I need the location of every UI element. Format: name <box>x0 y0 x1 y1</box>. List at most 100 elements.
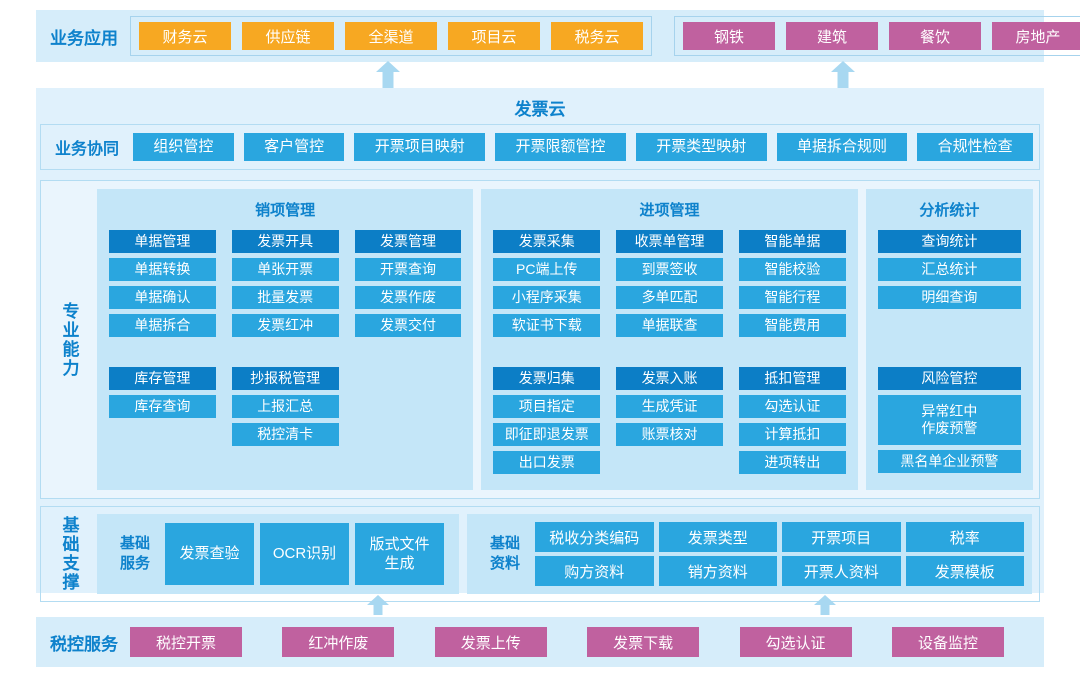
module-row: PC端上传到票签收智能校验 <box>493 258 846 281</box>
module-button[interactable]: 单张开票 <box>231 258 339 281</box>
cloud-product-button[interactable]: 供应链 <box>242 22 334 50</box>
module-button[interactable]: 税控清卡 <box>231 423 339 446</box>
module-button[interactable]: 单据管理 <box>109 230 216 253</box>
module-button[interactable]: 收票单管理 <box>616 230 723 253</box>
service-button[interactable]: OCR识别 <box>260 523 349 585</box>
collaboration-button[interactable]: 开票项目映射 <box>354 133 486 161</box>
module-button[interactable]: 库存管理 <box>109 367 216 390</box>
module-button[interactable]: 智能校验 <box>738 258 846 281</box>
module-button[interactable]: 多单匹配 <box>616 286 723 309</box>
module-button[interactable]: 智能行程 <box>738 286 846 309</box>
master-data-button[interactable]: 发票类型 <box>658 522 777 552</box>
master-data-button[interactable]: 销方资料 <box>658 556 777 586</box>
industry-button[interactable]: 建筑 <box>786 22 878 50</box>
module-button[interactable]: 批量发票 <box>231 286 339 309</box>
module-row: 项目指定生成凭证勾选认证 <box>493 395 846 418</box>
tax-service-button[interactable]: 红冲作废 <box>282 627 395 657</box>
master-data-button[interactable]: 税率 <box>905 522 1024 552</box>
module-row: 税控清卡 <box>109 423 461 446</box>
industry-button[interactable]: 餐饮 <box>889 22 981 50</box>
master-data-button[interactable]: 开票人资料 <box>782 556 901 586</box>
industry-button[interactable]: 钢铁 <box>683 22 775 50</box>
module-button[interactable]: 发票管理 <box>354 230 462 253</box>
module-button[interactable]: 账票核对 <box>616 423 723 446</box>
module-button[interactable]: 发票开具 <box>231 230 339 253</box>
module-button[interactable]: 抄报税管理 <box>231 367 339 390</box>
service-button[interactable]: 版式文件 生成 <box>355 523 444 585</box>
invoice-cloud-title: 发票云 <box>514 100 566 119</box>
module-button[interactable]: 软证书下载 <box>493 314 601 337</box>
module-button[interactable]: 库存查询 <box>109 395 216 418</box>
capability-label: 专业能力 <box>59 301 79 378</box>
module-button[interactable]: 勾选认证 <box>738 395 846 418</box>
collaboration-button[interactable]: 单据拆合规则 <box>776 133 908 161</box>
module-button[interactable]: 生成凭证 <box>616 395 723 418</box>
cloud-product-button[interactable]: 项目云 <box>448 22 540 50</box>
module-button[interactable]: 到票签收 <box>616 258 723 281</box>
module-button[interactable]: 上报汇总 <box>231 395 339 418</box>
module-button[interactable]: 项目指定 <box>493 395 601 418</box>
module-button[interactable]: 明细查询 <box>877 286 1021 309</box>
collaboration-button[interactable]: 组织管控 <box>133 133 234 161</box>
module-button[interactable]: 开票查询 <box>354 258 462 281</box>
module-button[interactable]: 黑名单企业预警 <box>877 450 1021 473</box>
tax-service-button[interactable]: 勾选认证 <box>739 627 852 657</box>
module-button[interactable]: 发票交付 <box>354 314 462 337</box>
industries-group: 钢铁建筑餐饮房地产 <box>674 16 1080 56</box>
column-title: 进项管理 <box>639 202 700 219</box>
master-data-button[interactable]: 发票模板 <box>905 556 1024 586</box>
module-button[interactable]: 出口发票 <box>493 451 601 474</box>
module-button[interactable]: 发票红冲 <box>231 314 339 337</box>
invoice-cloud-panel: 发票云 业务协同 组织管控客户管控开票项目映射开票限额管控开票类型映射单据拆合规… <box>36 88 1044 602</box>
module-row: 单据拆合发票红冲发票交付 <box>109 314 462 337</box>
module-button[interactable]: 汇总统计 <box>877 258 1021 281</box>
collaboration-button[interactable]: 合规性检查 <box>917 133 1034 161</box>
cloud-product-button[interactable]: 税务云 <box>551 22 643 50</box>
module-button[interactable]: 智能单据 <box>738 230 846 253</box>
master-data-panel: 基础 资料 税收分类编码发票类型开票项目税率购方资料销方资料开票人资料发票模板 <box>467 514 1032 594</box>
tax-service-button[interactable]: 税控开票 <box>130 627 242 657</box>
cloud-product-button[interactable]: 全渠道 <box>345 22 437 50</box>
module-button[interactable]: 发票归集 <box>493 367 601 390</box>
module-button[interactable]: 异常红中 作废预警 <box>877 395 1021 445</box>
module-button[interactable]: 计算抵扣 <box>738 423 846 446</box>
cloud-product-button[interactable]: 财务云 <box>139 22 231 50</box>
collaboration-button[interactable]: 开票类型映射 <box>635 133 767 161</box>
module-button[interactable]: 发票作废 <box>354 286 462 309</box>
collaboration-button[interactable]: 客户管控 <box>243 133 345 161</box>
module-button[interactable]: 即征即退发票 <box>493 423 601 446</box>
service-button[interactable]: 发票查验 <box>165 523 254 585</box>
module-button[interactable]: 进项转出 <box>738 451 846 474</box>
module-group: 发票归集发票入账抵扣管理项目指定生成凭证勾选认证即征即退发票账票核对计算抵扣出口… <box>493 367 846 474</box>
module-row: 发票采集收票单管理智能单据 <box>493 230 846 253</box>
tax-service-button[interactable]: 发票下载 <box>587 627 700 657</box>
module-button[interactable]: 单据拆合 <box>109 314 216 337</box>
master-data-button[interactable]: 开票项目 <box>782 522 901 552</box>
module-button[interactable]: 抵扣管理 <box>738 367 846 390</box>
module-button[interactable]: 单据转换 <box>109 258 216 281</box>
module-button[interactable]: 小程序采集 <box>493 286 601 309</box>
module-button[interactable]: 单据确认 <box>109 286 216 309</box>
module-button[interactable]: 查询统计 <box>877 230 1021 253</box>
tax-service-button[interactable]: 设备监控 <box>891 627 1004 657</box>
capability-box: 专业能力 销项管理单据管理发票开具发票管理单据转换单张开票开票查询单据确认批量发… <box>40 180 1040 499</box>
master-data-button[interactable]: 税收分类编码 <box>535 522 654 552</box>
master-data-button[interactable]: 购方资料 <box>535 556 654 586</box>
module-button[interactable]: 智能费用 <box>738 314 846 337</box>
module-button[interactable]: 发票采集 <box>493 230 601 253</box>
module-button[interactable]: PC端上传 <box>493 258 601 281</box>
tax-service-button[interactable]: 发票上传 <box>434 627 547 657</box>
collaboration-button[interactable]: 开票限额管控 <box>495 133 626 161</box>
module-button[interactable]: 发票入账 <box>616 367 723 390</box>
module-button[interactable]: 风险管控 <box>877 367 1021 390</box>
module-button[interactable]: 单据联查 <box>616 314 723 337</box>
module-row: 软证书下载单据联查智能费用 <box>493 314 846 337</box>
cloud-products-group: 财务云供应链全渠道项目云税务云 <box>130 16 652 56</box>
tax-control-label: 税控服务 <box>50 634 118 654</box>
module-row: 风险管控 <box>877 367 1021 390</box>
module-group: 风险管控异常红中 作废预警黑名单企业预警 <box>877 367 1021 473</box>
industry-button[interactable]: 房地产 <box>992 22 1080 50</box>
